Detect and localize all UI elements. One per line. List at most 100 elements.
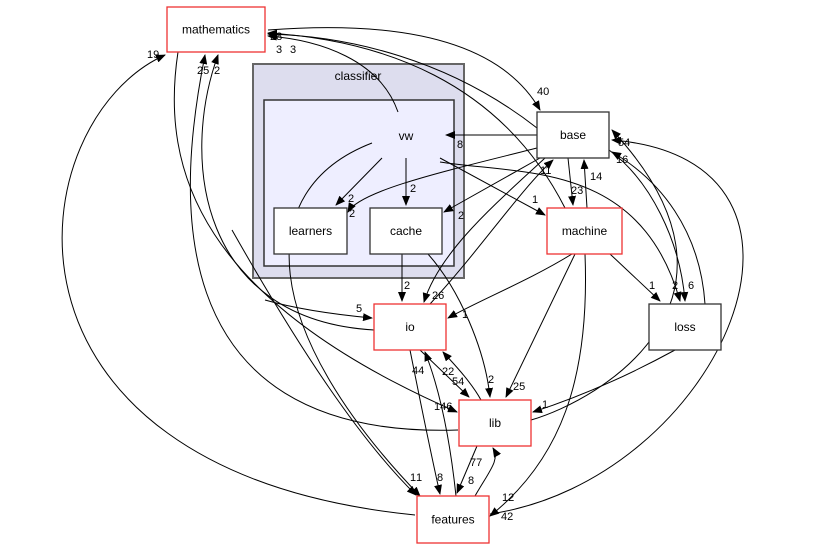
edge-features-to-lib[interactable]: 77 [470,447,501,497]
edge-line [489,253,587,517]
edge-features-to-mathematics[interactable]: 19 [61,49,416,516]
edge-base-to-vw[interactable]: 8 [445,131,537,151]
edge-base-to-machine[interactable]: 23 [567,157,583,206]
edge-io-to-mathematics[interactable]: 2 [201,54,375,331]
edge-features-to-io[interactable]: 44 [412,351,457,497]
node-loss-box [648,303,722,351]
edge-vw-to-mathematics[interactable]: 3 [267,32,399,113]
edge-lib-to-features[interactable]: 8 [456,445,478,494]
node-lib-box [458,399,532,447]
edge-line [201,54,375,331]
edge-vw-to-machine[interactable]: 1 [439,157,546,216]
edge-lib-to-base[interactable]: 54 [530,129,678,421]
edge-count-label: 1 [462,309,468,321]
edge-line [264,299,373,322]
edge-count-label: 12 [502,492,514,504]
edge-count-label: 1 [410,472,416,484]
edge-count-label: 2 [348,193,354,205]
node-mathematics-box [166,6,266,53]
node-base[interactable]: base [536,111,610,159]
edge-line [429,159,554,305]
edge-count-label: 54 [618,137,630,149]
edge-lib-to-io[interactable]: 22 [442,351,482,401]
edge-line [424,351,457,497]
node-mathematics[interactable]: mathematics [166,6,266,53]
edge-count-label: 1 [416,472,422,484]
edge-io-to-features[interactable]: 8 [409,349,443,495]
edge-line [474,447,501,497]
edge-count-label: 3 [276,44,282,56]
edge-base-to-loss[interactable]: 6 [608,149,694,302]
edge-count-label: 14 [590,171,602,183]
node-cache-label: cache [390,224,422,238]
edge-line [442,351,482,401]
edge-loss-to-lib[interactable]: 1 [532,349,676,414]
edge-cache-to-lib[interactable]: 2 [427,253,494,398]
edge-line [439,161,682,302]
edge-line [335,157,383,206]
edge-mathematics-to-io[interactable]: 5 [264,299,373,322]
edge-machine-to-mathematics[interactable]: 3 [267,29,566,209]
edge-mathematics-to-base[interactable]: 40 [267,27,549,111]
edge-line [427,253,494,398]
edge-machine-to-features[interactable]: 12 [489,253,587,517]
edge-base-to-cache[interactable]: 2 [443,157,541,222]
edge-vw-to-learners[interactable]: 2 [335,157,383,206]
node-features-box [416,495,490,544]
edge-mathematics-to-lib[interactable]: 146 [173,51,458,413]
edge-line [530,129,678,421]
edge-line [609,253,661,302]
edge-count-label: 1 [532,194,538,206]
edge-line [267,27,541,111]
edge-machine-to-base[interactable]: 14 [580,159,602,209]
edge-count-label: 6 [688,280,694,292]
edge-features-to-base[interactable]: 42 [489,136,744,523]
edge-machine-to-lib[interactable]: 25 [505,253,576,398]
edge-vw-to-cache[interactable]: 2 [402,158,416,206]
edge-count-label: 16 [616,154,628,166]
node-features[interactable]: features [416,495,490,544]
edge-base-to-learners[interactable]: 2 [347,147,538,220]
node-learners-box [273,207,348,255]
edge-line [456,445,478,494]
edge-line [347,147,538,213]
edge-line [267,29,566,209]
node-io-box [373,303,447,351]
edge-count-label: 42 [501,511,513,523]
edge-line [447,253,573,319]
node-lib[interactable]: lib [458,399,532,447]
node-cache[interactable]: cache [369,207,443,255]
edge-line [505,253,576,398]
edge-count-label: 40 [537,86,549,98]
edge-lib-to-mathematics[interactable]: 25 [189,54,459,431]
node-io-label: io [405,320,415,334]
node-loss[interactable]: loss [648,303,722,351]
edge-line [439,157,546,216]
cluster-classifier-label: classifier [335,69,382,83]
node-machine[interactable]: machine [546,207,623,255]
edge-line [173,51,458,413]
edge-machine-to-io[interactable]: 1 [447,253,573,321]
edge-count-label: 5 [356,303,362,315]
node-mathematics-label: mathematics [182,23,250,37]
edge-line [443,157,541,213]
node-learners-label: learners [289,224,332,238]
edge-loss-to-base[interactable]: 16 [611,151,706,305]
node-machine-box [546,207,623,255]
edge-count-label: 3 [290,44,296,56]
edge-vw-to-features[interactable]: 1 [288,142,421,497]
edge-count-label: 25 [513,381,525,393]
edge-line [608,149,689,302]
edge-machine-to-loss[interactable]: 1 [609,253,661,302]
node-learners[interactable]: learners [273,207,348,255]
edge-cache-to-io[interactable]: 2 [398,254,410,302]
edge-count-label: 2 [458,210,464,222]
edge-count-label: 25 [197,65,209,77]
node-io[interactable]: io [373,303,447,351]
edge-count-label: 8 [457,139,463,151]
edge-line [489,136,744,515]
edge-io-to-base[interactable]: 11 [429,159,554,305]
node-base-box [536,111,610,159]
edge-count-label: 22 [442,366,454,378]
edge-mathematics-to-features[interactable]: 1 [231,229,422,496]
